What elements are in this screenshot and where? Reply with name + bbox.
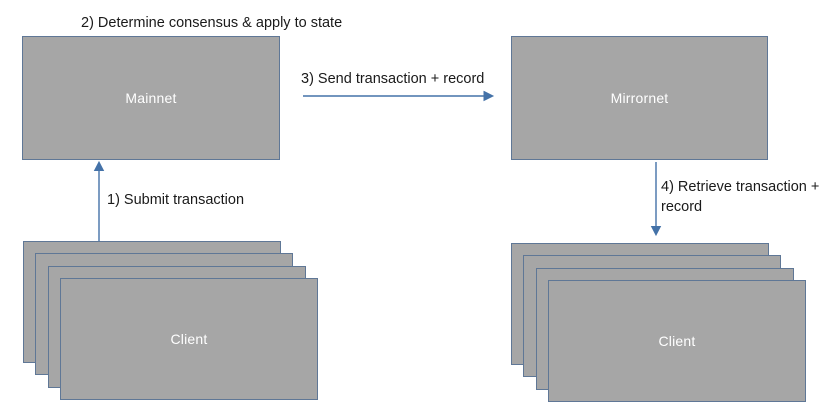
client-left-card-front[interactable]: Client [60,278,318,400]
client-right-card-front[interactable]: Client [548,280,806,402]
step-1-label: 1) Submit transaction [107,192,245,208]
step-2-label: 2) Determine consensus & apply to state [81,15,343,31]
step-3-label: 3) Send transaction + record [301,71,485,87]
node-client-left-label: Client [170,331,208,347]
node-mirrornet-label: Mirrornet [610,90,669,106]
arrow-send-transaction-right-icon [303,90,495,102]
node-client-right-label: Client [658,333,696,349]
node-mainnet[interactable]: Mainnet [22,36,280,160]
node-mirrornet[interactable]: Mirrornet [511,36,768,160]
node-mainnet-label: Mainnet [125,90,177,106]
step-4-label: 4) Retrieve transaction + record [661,179,820,215]
node-client-left-stack[interactable]: Client [23,241,319,401]
node-client-right-stack[interactable]: Client [511,243,807,403]
arrow-retrieve-transaction-down-icon [650,162,662,237]
arrow-submit-transaction-up-icon [93,160,105,244]
